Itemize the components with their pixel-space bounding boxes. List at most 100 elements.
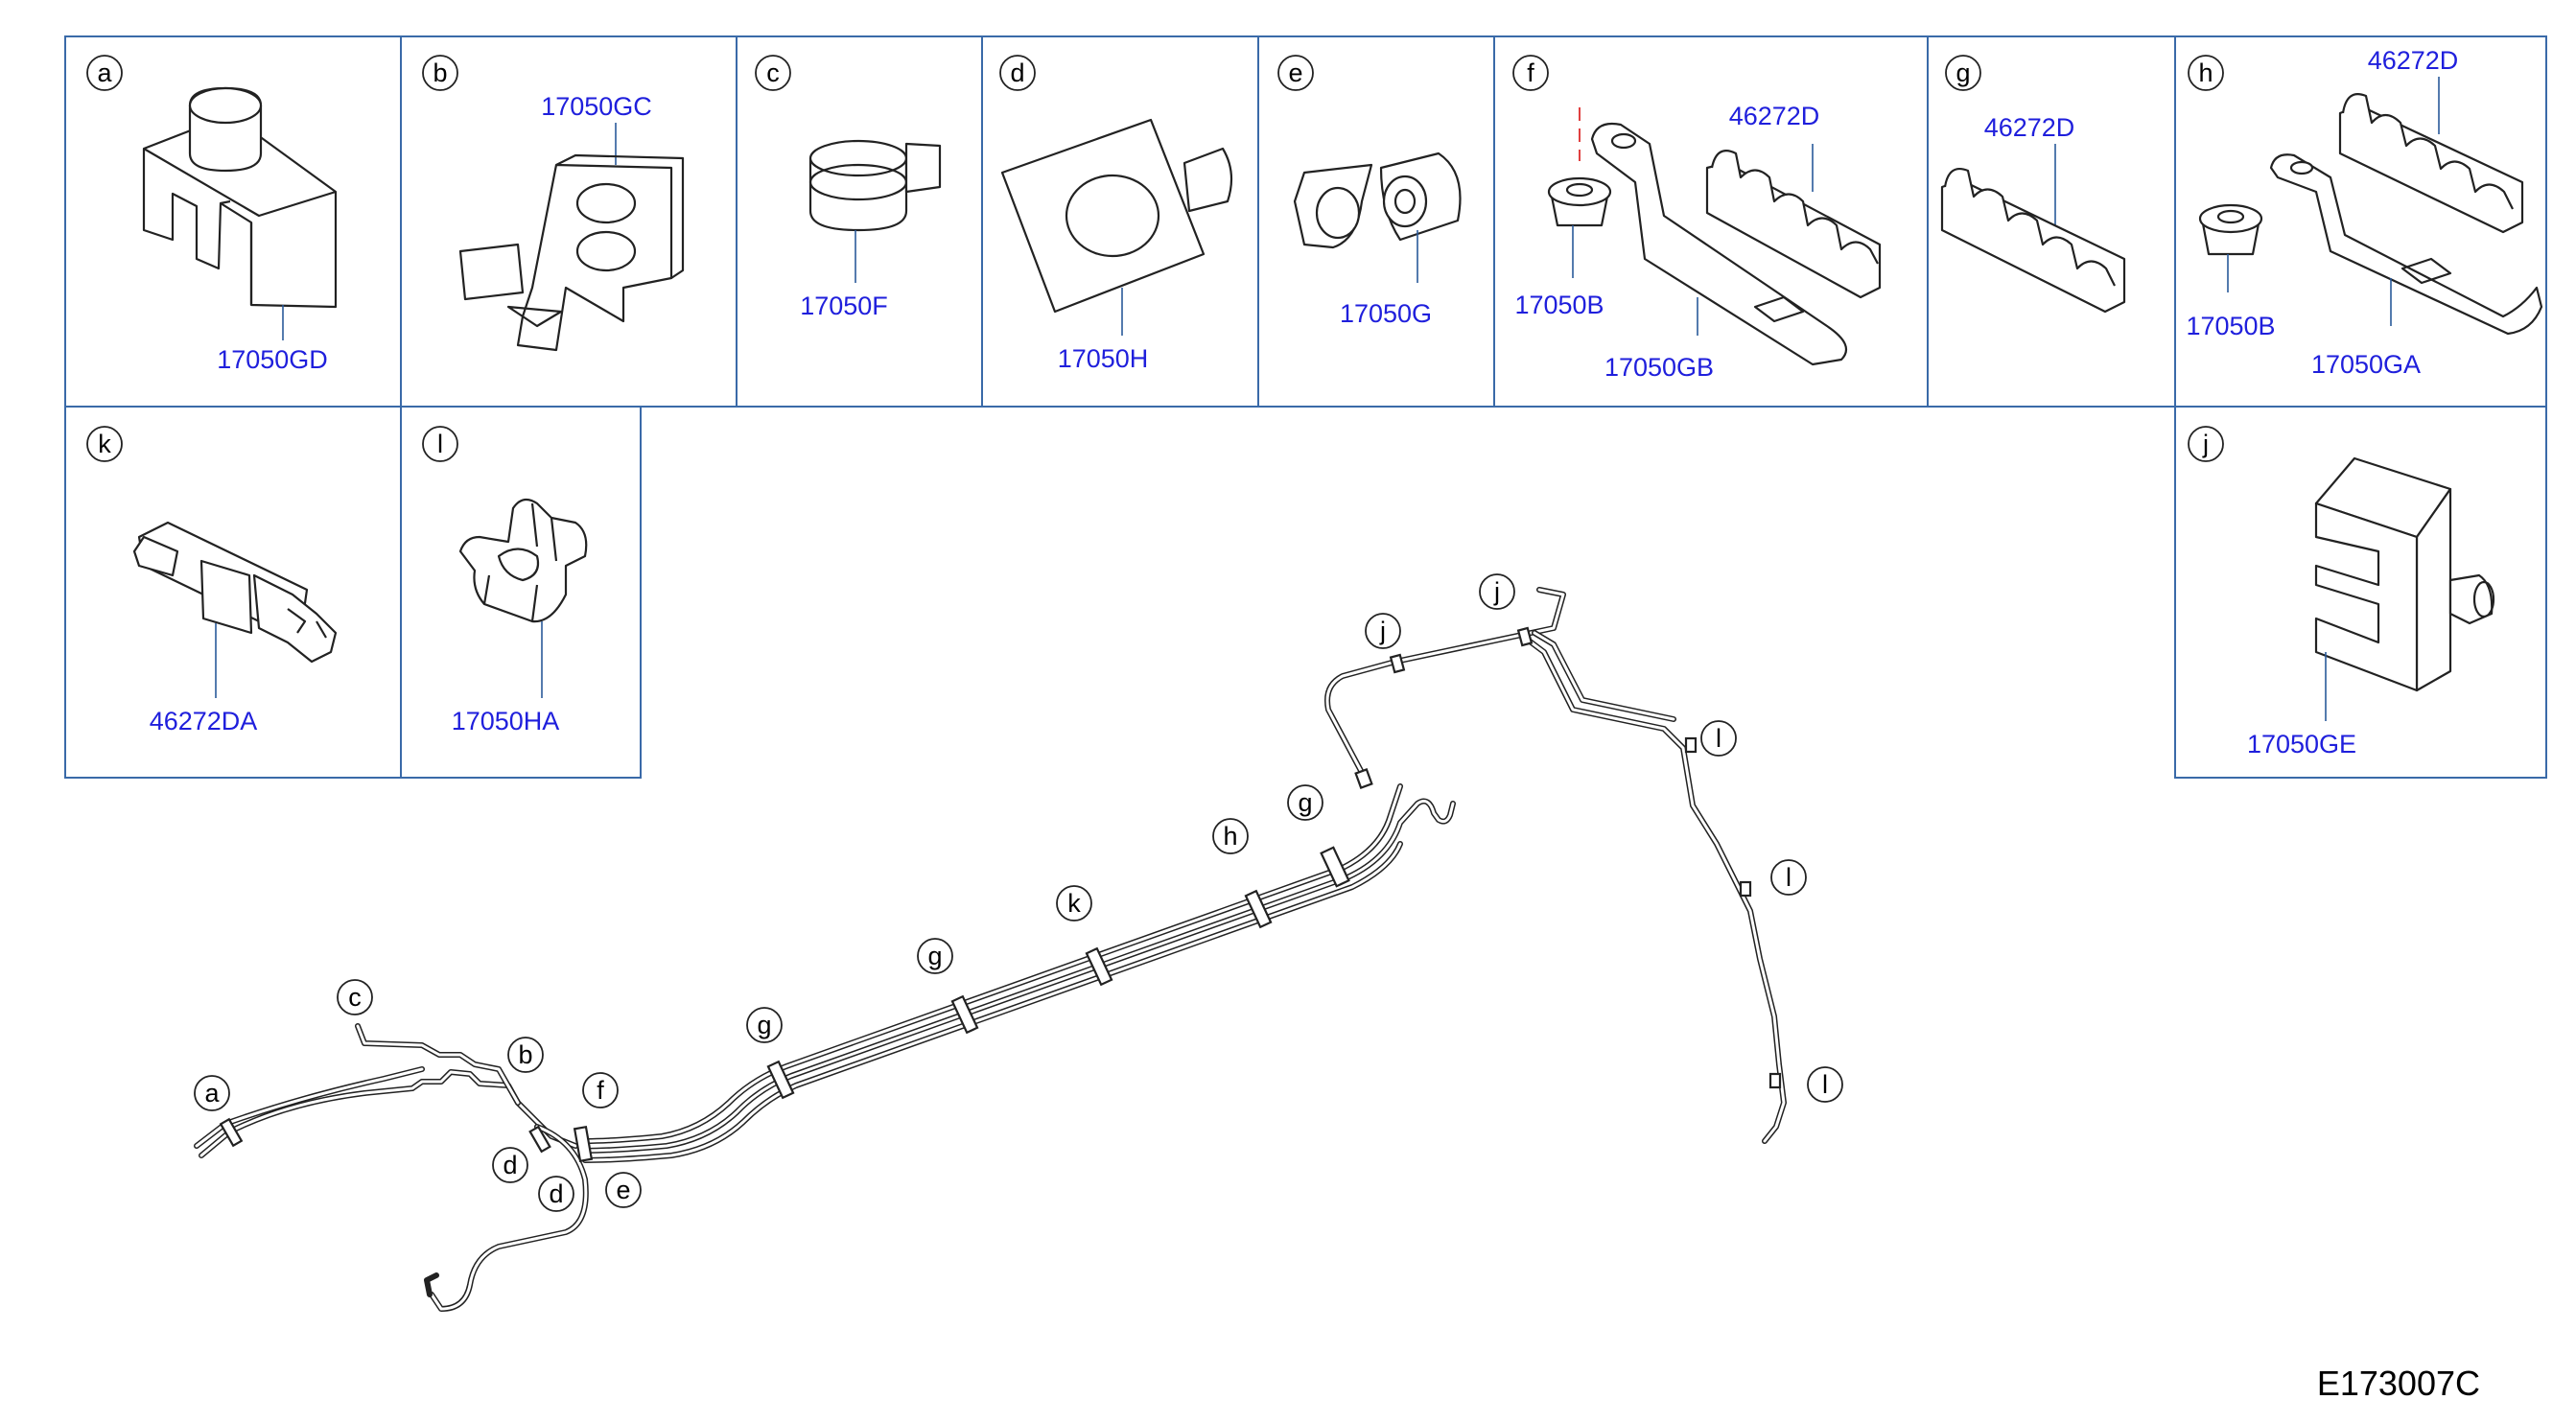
svg-text:d: d	[549, 1179, 563, 1208]
svg-text:a: a	[97, 58, 112, 87]
part-number-46272DA: 46272DA	[150, 707, 258, 735]
svg-text:l: l	[1786, 863, 1791, 892]
cell-l: l 17050HA	[422, 426, 588, 735]
cell-letter-h: h	[2188, 55, 2224, 91]
clip-46272D-h-drawing	[2338, 93, 2524, 234]
svg-text:l: l	[437, 430, 443, 458]
cell-letter-j: j	[2188, 426, 2224, 462]
svg-text:e: e	[1288, 58, 1302, 87]
callout-k: k	[1056, 885, 1092, 921]
pipe-bundle-main	[582, 783, 1456, 1163]
svg-text:l: l	[1822, 1070, 1828, 1099]
part-number-17050B-h: 17050B	[2186, 312, 2275, 340]
callout-g-1: g	[746, 1007, 783, 1043]
callout-h: h	[1212, 818, 1249, 854]
callout-g-3: g	[1287, 784, 1323, 821]
clip-17050HA-drawing	[458, 498, 588, 623]
svg-text:f: f	[597, 1076, 604, 1105]
svg-text:e: e	[616, 1176, 630, 1204]
svg-text:a: a	[204, 1079, 220, 1108]
callout-j-2: j	[1479, 573, 1515, 610]
cell-letter-a: a	[86, 55, 123, 91]
svg-text:g: g	[927, 942, 942, 970]
callout-f: f	[582, 1072, 619, 1108]
fuel-pipe-routing: a b c d d e f g g k h g j j l l l	[194, 573, 1843, 1312]
callout-e: e	[605, 1172, 642, 1208]
cell-letter-l: l	[422, 426, 458, 462]
part-number-17050GE: 17050GE	[2247, 730, 2356, 758]
part-number-46272D-h: 46272D	[2368, 46, 2459, 75]
cell-letter-c: c	[755, 55, 791, 91]
svg-text:c: c	[348, 983, 362, 1012]
clip-46272DA-drawing	[132, 521, 338, 664]
svg-text:g: g	[1955, 58, 1970, 87]
callout-bubbles: a b c d d e f g g k h g j j l l l	[194, 573, 1843, 1212]
callout-l-1: l	[1700, 720, 1737, 757]
part-number-17050H: 17050H	[1058, 344, 1149, 373]
callout-g-2: g	[917, 938, 953, 974]
svg-text:g: g	[1298, 788, 1312, 817]
callout-l-3: l	[1807, 1066, 1843, 1103]
part-number-17050GC: 17050GC	[541, 92, 652, 121]
callout-j-1: j	[1365, 613, 1401, 649]
part-number-17050GB: 17050GB	[1604, 353, 1714, 382]
svg-text:d: d	[503, 1151, 517, 1179]
bracket-17050GB-drawing	[1590, 122, 1848, 366]
svg-text:j: j	[2202, 430, 2209, 458]
part-number-17050GD: 17050GD	[217, 345, 328, 374]
cell-k: k 46272DA	[86, 426, 338, 735]
clip-bands	[219, 626, 1782, 1163]
svg-text:g: g	[757, 1011, 771, 1039]
cell-letter-e: e	[1277, 55, 1314, 91]
callout-d-1: d	[492, 1147, 528, 1183]
clip-46272D-drawing	[1705, 150, 1882, 299]
clip-17050GD-drawing	[142, 86, 338, 309]
cell-g: g 46272D	[1940, 55, 2126, 314]
clip-17050G-drawing	[1293, 152, 1462, 249]
grommet-17050B-h-drawing	[2198, 203, 2263, 256]
grommet-17050B-drawing	[1547, 176, 1612, 227]
cell-c: c 17050F	[755, 55, 942, 320]
cell-h: h 46272D 17050B 17050GA	[2186, 46, 2543, 379]
pipe-left-branches	[194, 1023, 589, 1312]
part-number-46272D-f: 46272D	[1729, 102, 1820, 130]
callout-l-2: l	[1770, 859, 1807, 896]
part-number-17050B: 17050B	[1514, 291, 1604, 319]
svg-text:k: k	[1067, 889, 1081, 918]
cell-f: f 17050B 46272D 17050GB	[1512, 55, 1882, 382]
part-number-17050G: 17050G	[1340, 299, 1432, 328]
svg-text:h: h	[2198, 58, 2213, 87]
svg-text:k: k	[98, 430, 111, 458]
part-number-17050HA: 17050HA	[452, 707, 560, 735]
part-number-46272D-g: 46272D	[1984, 113, 2075, 142]
callout-c: c	[337, 979, 373, 1015]
svg-text:j: j	[1493, 577, 1500, 606]
svg-text:h: h	[1223, 822, 1237, 851]
bracket-17050GA-drawing	[2269, 153, 2543, 336]
svg-text:l: l	[1716, 724, 1721, 753]
clip-17050GE-drawing	[2314, 456, 2495, 692]
cell-d: d 17050H	[999, 55, 1233, 373]
cell-a: a 17050GD	[86, 55, 338, 374]
cell-letter-b: b	[422, 55, 458, 91]
pipe-upper-branch	[1324, 587, 1787, 1144]
clip-46272D-g-drawing	[1940, 167, 2126, 314]
cell-letter-g: g	[1945, 55, 1981, 91]
cell-e: e 17050G	[1277, 55, 1462, 328]
cell-letter-f: f	[1512, 55, 1549, 91]
callout-a: a	[194, 1075, 230, 1111]
svg-text:c: c	[766, 58, 780, 87]
callout-d-2: d	[538, 1176, 574, 1212]
cell-letter-k: k	[86, 426, 123, 462]
svg-text:b: b	[518, 1040, 532, 1069]
part-number-17050GA: 17050GA	[2311, 350, 2421, 379]
svg-text:d: d	[1010, 58, 1024, 87]
part-number-17050F: 17050F	[800, 292, 888, 320]
callout-b: b	[507, 1037, 544, 1073]
diagram-id: E173007C	[2317, 1364, 2480, 1403]
clip-17050H-drawing	[1000, 118, 1233, 314]
clamp-17050F-drawing	[808, 139, 942, 232]
clip-17050GC-drawing	[458, 153, 685, 352]
svg-text:b: b	[433, 58, 447, 87]
